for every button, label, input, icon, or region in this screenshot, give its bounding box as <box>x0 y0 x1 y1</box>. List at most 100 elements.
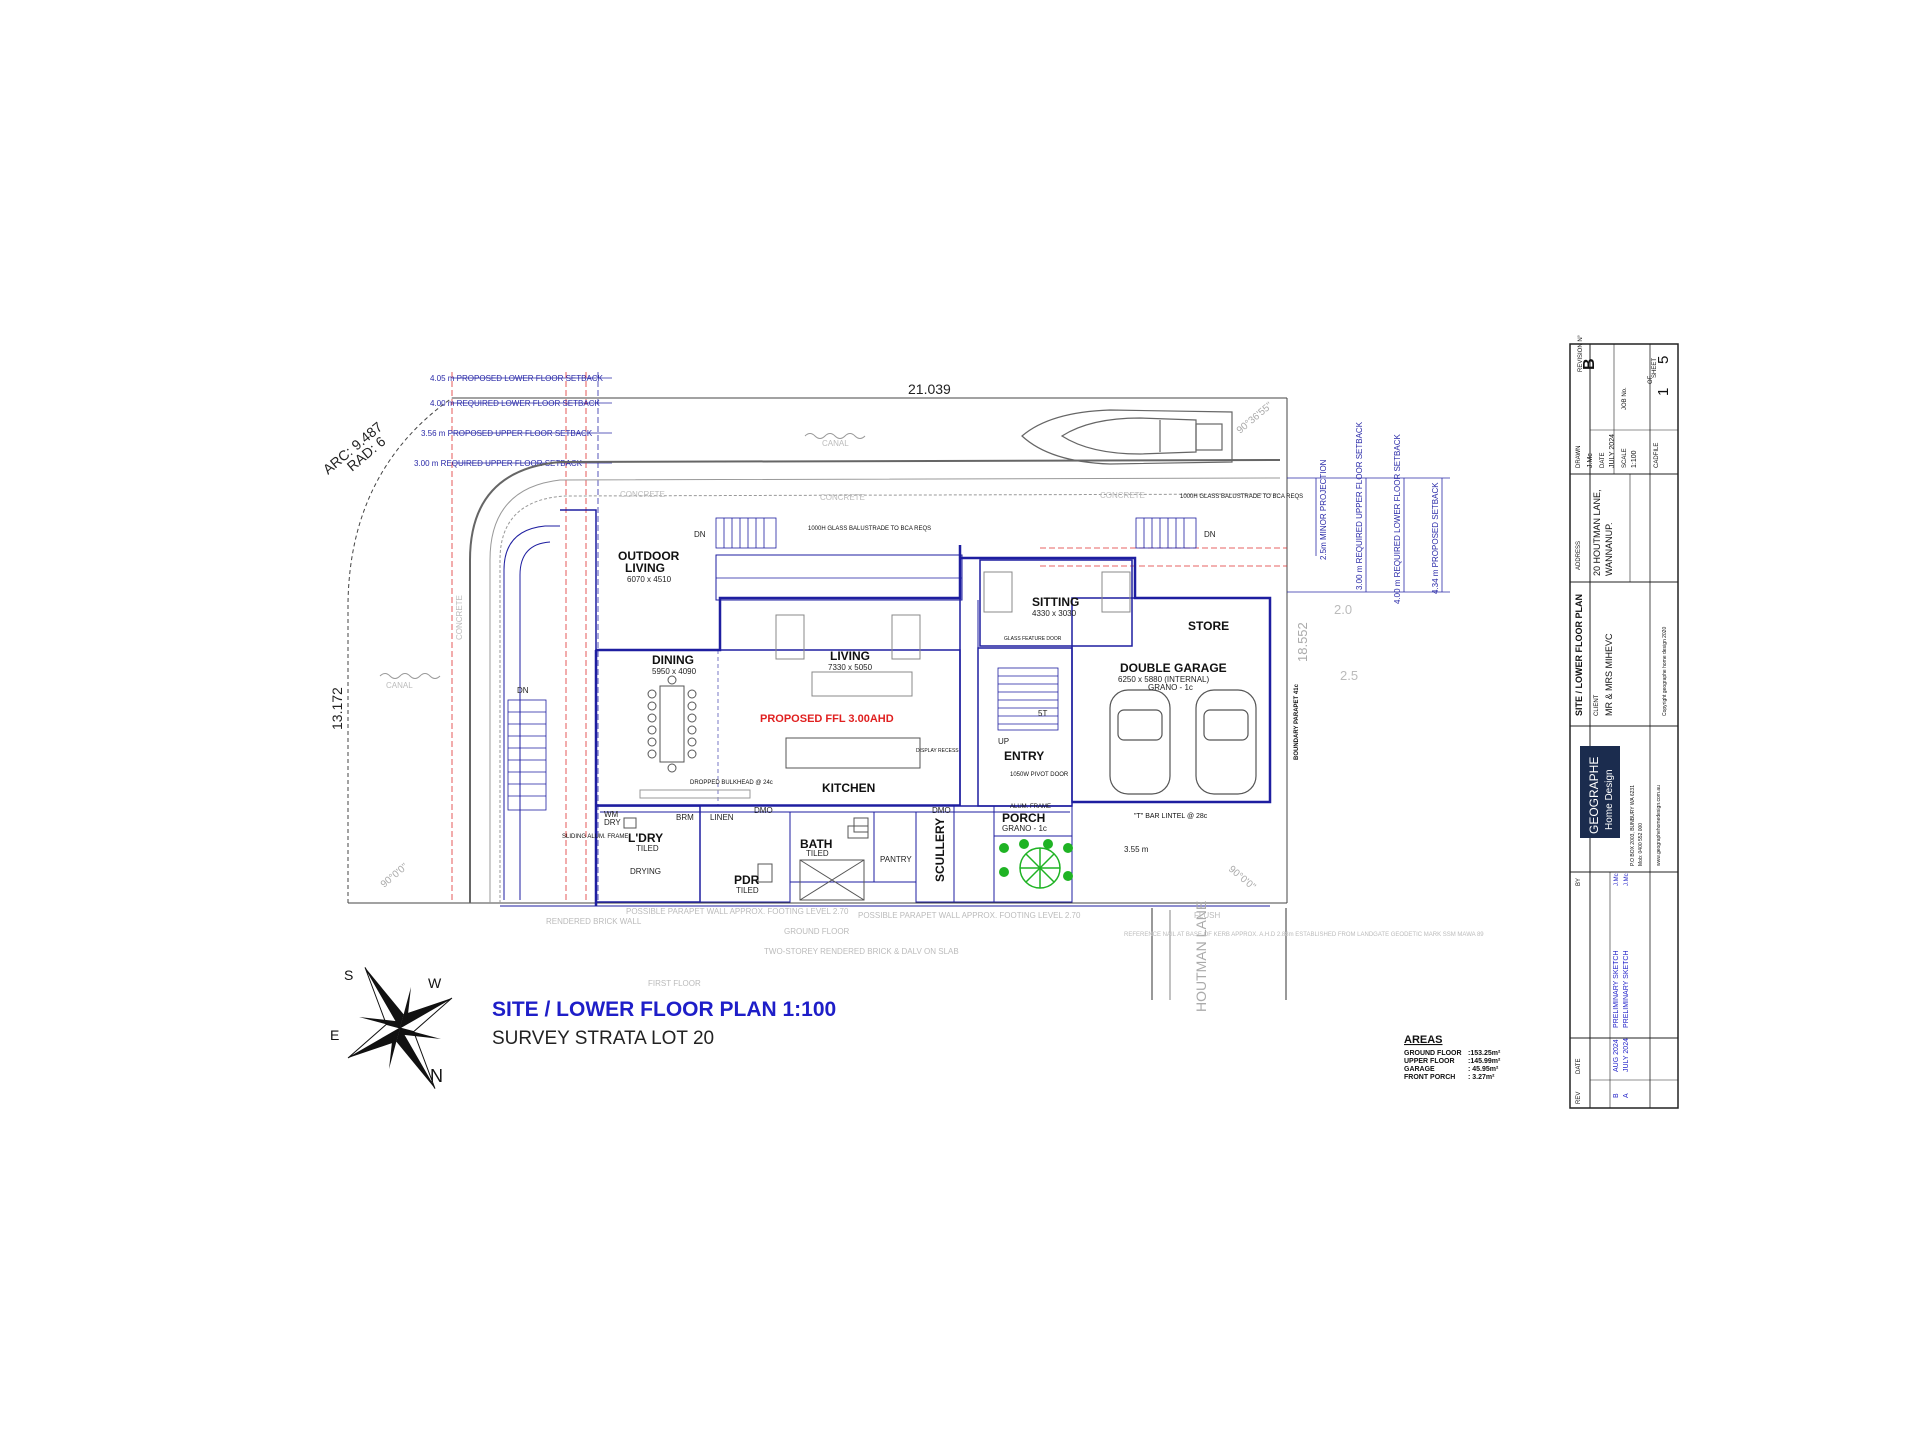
scullery-name: SCULLERY <box>933 818 947 882</box>
tb-date-col-label: DATE <box>1576 1058 1582 1074</box>
tb-rev-a: A <box>1623 1093 1630 1098</box>
areas-row-1-label: GROUND FLOOR <box>1404 1050 1462 1057</box>
compass-w: W <box>428 975 442 991</box>
concrete-label-top-2: CONCRETE <box>820 493 865 502</box>
wall-porch-head <box>993 805 1073 837</box>
houtman-lane <box>1151 908 1287 1000</box>
wall-garage <box>960 556 1272 804</box>
dining-table-icon <box>647 675 697 773</box>
areas-heading: AREAS <box>1404 1034 1443 1046</box>
linen-name: LINEN <box>710 813 734 822</box>
dining-size: 5950 x 4090 <box>652 667 697 676</box>
tb-revision: B <box>1581 358 1598 370</box>
wall-service-strip <box>953 805 995 903</box>
deck-edge <box>469 459 1281 903</box>
kitchen-island-icon <box>639 737 921 799</box>
laundry-name: L'DRY <box>628 831 663 845</box>
sitting-name: SITTING <box>1032 595 1079 609</box>
setback-right-4: 4.34 m PROPOSED SETBACK <box>1431 482 1440 594</box>
wall-dining-living <box>595 649 961 806</box>
dmo-label-2: DMO <box>932 806 951 815</box>
plan-title: SITE / LOWER FLOOR PLAN 1:100 <box>492 998 836 1021</box>
setback-right-3: 4.00 m REQUIRED LOWER FLOOR SETBACK <box>1393 434 1402 604</box>
t-bar-label: "T" BAR LINTEL @ 28c <box>1134 813 1208 820</box>
areas-row-3-value: : 45.95m² <box>1468 1066 1499 1073</box>
tb-rev-a-desc: PRELIMINARY SKETCH <box>1623 950 1630 1028</box>
tb-rev-a-date: JULY 2024 <box>1623 1038 1630 1072</box>
drying-name: DRYING <box>630 867 661 876</box>
laundry-finish: TILED <box>636 844 659 853</box>
wall-sitting <box>979 559 1133 647</box>
steps-label: 5T <box>1038 709 1047 718</box>
canal-label-top: CANAL <box>822 439 849 448</box>
lot-boundary <box>347 397 1288 904</box>
living-name: LIVING <box>830 649 870 663</box>
bottom-right-dim: 3.55 m <box>1124 845 1149 854</box>
boundary-arc <box>347 397 453 903</box>
tb-sheet-label: SHEET <box>1652 358 1658 378</box>
flush-label: FLUSH <box>1194 911 1220 920</box>
ground-floor-label: GROUND FLOOR <box>784 927 850 936</box>
outdoor-living-area <box>715 554 963 601</box>
tb-rev-b: B <box>1613 1093 1620 1098</box>
tb-of: OF <box>1648 375 1654 384</box>
pivot-door-label: 1050W PIVOT DOOR <box>1010 772 1069 778</box>
sliding-alum-frame-label: SLIDING ALUM. FRAME <box>562 834 628 840</box>
tb-by-label: BY <box>1576 878 1582 886</box>
boundary-parapet-label: BOUNDARY PARAPET 41c <box>1294 683 1300 760</box>
tb-sheets: 5 <box>1655 356 1672 364</box>
wm-name1: WM <box>604 810 619 819</box>
kitchen-name: KITCHEN <box>822 781 875 795</box>
bearing-bottom-left: 90°0'0" <box>379 861 411 890</box>
tb-company1: GEOGRAPHE <box>1587 757 1601 834</box>
bathroom-fixtures-icon <box>623 817 869 901</box>
tb-client-label: CLIENT <box>1594 694 1600 716</box>
garage-size: 6250 x 5880 (INTERNAL) <box>1118 675 1209 684</box>
dn-top-right-label: DN <box>1204 530 1216 539</box>
bath-finish: TILED <box>806 849 829 858</box>
stairs-entry <box>997 667 1059 731</box>
areas-row-3-label: GARAGE <box>1404 1066 1435 1073</box>
canal-label-left: CANAL <box>386 681 413 690</box>
outdoor-living-name2: LIVING <box>625 561 665 575</box>
tb-date-label: DATE <box>1600 452 1606 468</box>
tb-revision-label: REVISION N° <box>1578 334 1584 372</box>
balustrade-left <box>503 525 560 900</box>
tb-cadfile-label: CADFILE <box>1654 443 1660 468</box>
glass-feature-door-label: GLASS FEATURE DOOR <box>1004 636 1062 642</box>
wall-pantry <box>873 811 917 883</box>
tb-mob: Mob: 0400 552 000 <box>1638 823 1644 866</box>
setback-left-4: 3.00 m REQUIRED UPPER FLOOR SETBACK <box>414 459 583 468</box>
dining-name: DINING <box>652 653 694 667</box>
dmo-label-1: DMO <box>754 806 773 815</box>
garage-finish: GRANO - 1c <box>1148 683 1193 692</box>
garage-name: DOUBLE GARAGE <box>1120 661 1227 675</box>
tb-rev-label: REV <box>1576 1092 1582 1104</box>
stairs-top-right <box>1135 517 1197 549</box>
bearing-top-right: 90°36'55" <box>1235 400 1275 436</box>
concrete-label-top-3: CONCRETE <box>1100 491 1145 500</box>
first-floor-label: FIRST FLOOR <box>648 979 701 988</box>
up-label: UP <box>998 737 1009 746</box>
areas-row-2-value: :145.99m² <box>1468 1058 1501 1065</box>
title-block <box>1569 343 1679 1109</box>
rendered-brick-wall-label: RENDERED BRICK WALL <box>546 917 642 926</box>
footing-note-2: POSSIBLE PARAPET WALL APPROX. FOOTING LE… <box>858 911 1081 920</box>
sofa-icon <box>775 571 1131 697</box>
tb-scale: 1:100 <box>1631 450 1638 468</box>
sitting-size: 4330 x 3030 <box>1032 609 1077 618</box>
alum-frame-label: ALUM. FRAME <box>1010 804 1051 810</box>
two-storey-label: TWO-STOREY RENDERED BRICK & DALV ON SLAB <box>764 947 959 956</box>
plan-subtitle: SURVEY STRATA LOT 20 <box>492 1028 714 1049</box>
pdr-name: PDR <box>734 873 760 887</box>
areas-row-4-value: : 3.27m² <box>1468 1074 1495 1081</box>
concrete-label-top-1: CONCRETE <box>620 490 665 499</box>
dim-top: 21.039 <box>908 381 951 397</box>
tb-web: www.geographehomedesign.com.au <box>1656 785 1662 866</box>
areas-row-2-label: UPPER FLOOR <box>1404 1058 1455 1065</box>
stairs-left <box>507 699 547 811</box>
wall-garage-inner <box>1071 597 1271 803</box>
canal-wave-icon <box>379 433 866 679</box>
tb-job-label: JOB No. <box>1622 387 1628 410</box>
